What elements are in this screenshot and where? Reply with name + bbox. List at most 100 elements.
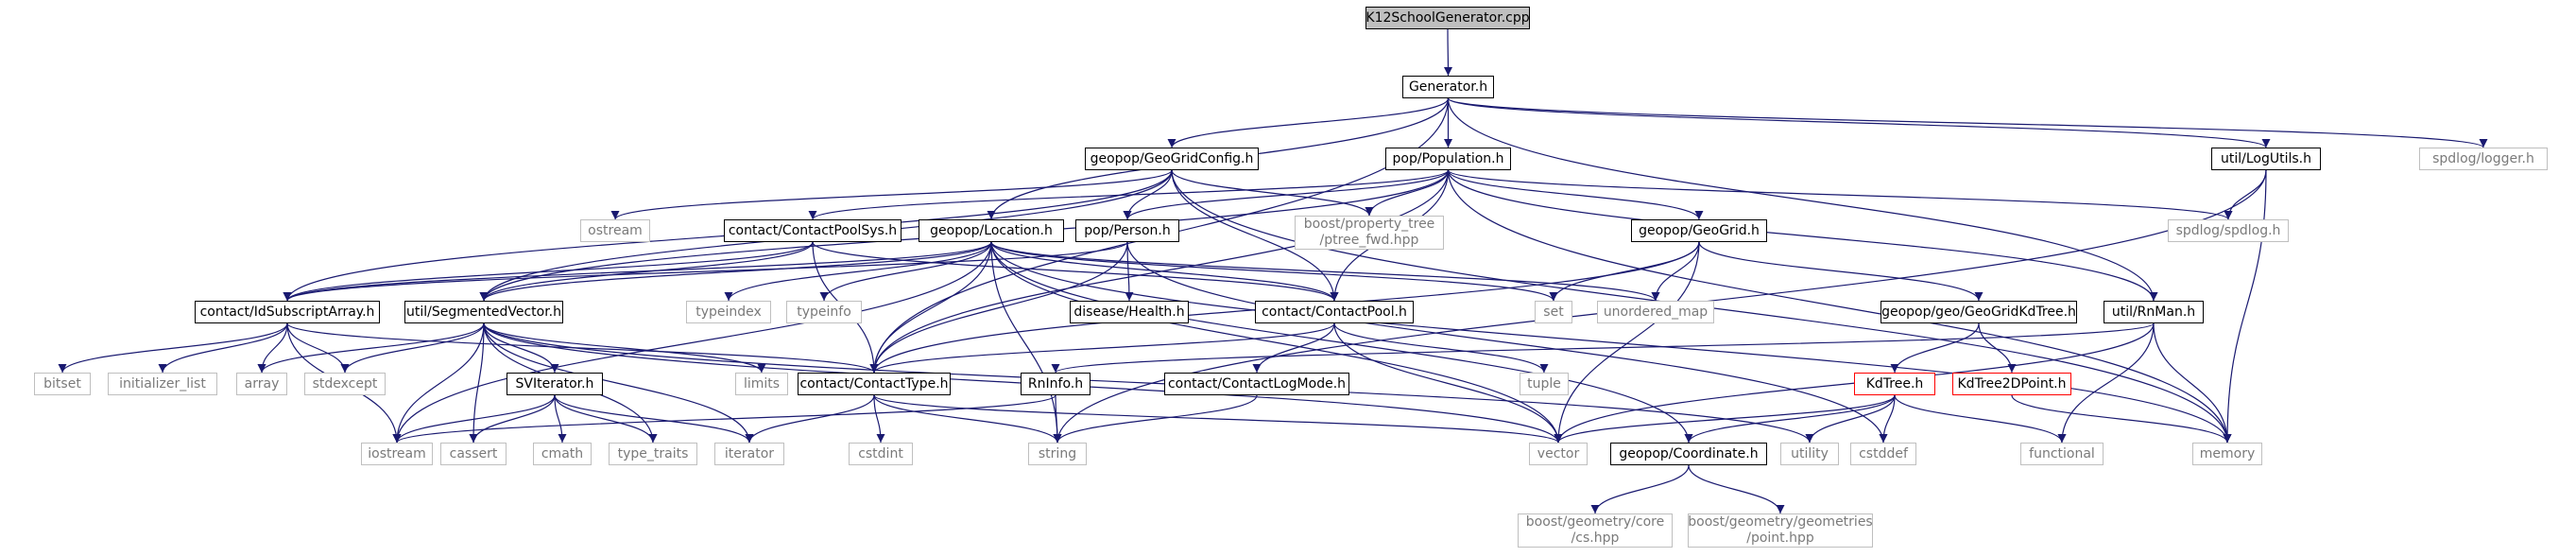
edge-sviterator-to-iterator: [554, 394, 754, 444]
node-k12schoolgenerator-cpp[interactable]: K12SchoolGenerator.cpp: [1365, 7, 1530, 29]
node-bitset[interactable]: bitset: [34, 373, 91, 395]
edge-population-to-contactpoolsys: [808, 169, 1450, 220]
node-stdexcept[interactable]: stdexcept: [304, 373, 386, 395]
node-set[interactable]: set: [1535, 301, 1572, 323]
node-memory[interactable]: memory: [2192, 443, 2262, 465]
node-unordered-map[interactable]: unordered_map: [1597, 301, 1714, 323]
node-initializer-list[interactable]: initializer_list: [108, 373, 217, 395]
edge-population-to-ptreefwd: [1365, 169, 1450, 217]
node-vector[interactable]: vector: [1529, 443, 1588, 465]
node-kdtree2dpoint-h[interactable]: KdTree2DPoint.h: [1952, 373, 2071, 395]
node-array[interactable]: array: [236, 373, 287, 395]
edge-k12-to-generator: [1443, 28, 1452, 77]
node-limits[interactable]: limits: [735, 373, 788, 395]
edge-logutils-to-spdlog: [2224, 169, 2267, 220]
edge-segmented-to-cassert: [469, 322, 485, 444]
edge-location-to-set: [990, 241, 1558, 302]
node-iostream[interactable]: iostream: [361, 443, 433, 465]
node-spdlog-spdlog-h[interactable]: spdlog/spdlog.h: [2168, 219, 2289, 242]
edge-geogrid-to-kdtreegeo: [1698, 241, 1984, 302]
edge-idsubscript-to-bitset: [58, 322, 288, 374]
edge-idsubscript-to-stdexcept: [286, 322, 350, 374]
node-pop-person-h[interactable]: pop/Person.h: [1075, 219, 1179, 242]
edge-location-to-string: [990, 241, 1062, 444]
node-contact-idsubscriptarray-h[interactable]: contact/IdSubscriptArray.h: [195, 301, 380, 323]
edge-person-to-idsubscript: [283, 241, 1128, 302]
node-rninfo-h[interactable]: RnInfo.h: [1021, 373, 1091, 395]
node-tuple[interactable]: tuple: [1520, 373, 1569, 395]
edge-contactpoolsys-to-contactpool: [812, 241, 1339, 302]
node-utility[interactable]: utility: [1780, 443, 1839, 465]
edge-sviterator-to-cassert: [469, 394, 556, 444]
node-cstdint[interactable]: cstdint: [849, 443, 913, 465]
node-typeindex[interactable]: typeindex: [686, 301, 771, 323]
edge-contactpool-to-contacttype: [869, 322, 1335, 374]
edge-contacttype-to-string: [873, 394, 1062, 444]
edge-kdtreegeo-to-kdtree2d: [1978, 322, 2017, 374]
node-sviterator-h[interactable]: SVIterator.h: [507, 373, 603, 395]
edge-kdtree-to-vector: [1554, 394, 1896, 444]
edge-kdtree-to-functional: [1894, 394, 2067, 444]
edge-population-to-person: [1123, 169, 1450, 220]
edge-geogridconfig-to-ptreefwd: [1171, 169, 1374, 217]
edge-location-to-iostream: [392, 241, 992, 444]
edge-segmented-to-utility: [483, 322, 1814, 444]
edge-generator-to-geogridconfig: [1167, 97, 1450, 148]
node-contact-contactpool-h[interactable]: contact/ContactPool.h: [1255, 301, 1414, 323]
edge-person-to-cstddef: [1126, 241, 1888, 444]
node-geopop-coordinate-h[interactable]: geopop/Coordinate.h: [1610, 443, 1767, 465]
node-spdlog-logger-h[interactable]: spdlog/logger.h: [2419, 148, 2548, 170]
node-disease-health-h[interactable]: disease/Health.h: [1070, 301, 1189, 323]
edge-geogridconfig-to-ostream: [610, 169, 1173, 220]
node-util-rnman-h[interactable]: util/RnMan.h: [2104, 301, 2204, 323]
node-string[interactable]: string: [1028, 443, 1087, 465]
edge-location-to-idsubscript: [283, 241, 992, 302]
edge-segmented-to-limits: [483, 322, 766, 374]
edge-geogrid-to-unordered_map: [1651, 241, 1700, 302]
node-generator-h[interactable]: Generator.h: [1402, 76, 1494, 98]
edge-rnman-to-functional: [2057, 322, 2155, 444]
edge-contacttype-to-iterator: [745, 394, 875, 444]
edge-location-to-segmented: [479, 241, 992, 302]
node-util-logutils-h[interactable]: util/LogUtils.h: [2211, 148, 2321, 170]
node-geopop-geogridconfig-h[interactable]: geopop/GeoGridConfig.h: [1085, 148, 1259, 170]
node-cstddef[interactable]: cstddef: [1850, 443, 1916, 465]
node-typeinfo[interactable]: typeinfo: [786, 301, 862, 323]
edge-rnman-to-memory: [2153, 322, 2232, 444]
edge-population-to-geogrid: [1447, 169, 1704, 220]
node-boost-geometry-geometries-point-hpp[interactable]: boost/geometry/geometries /point.hpp: [1688, 513, 1873, 548]
node-contact-contacttype-h[interactable]: contact/ContactType.h: [798, 373, 951, 395]
edge-person-to-contacttype: [869, 241, 1128, 374]
node-boost-geometry-core-cs-hpp[interactable]: boost/geometry/core /cs.hpp: [1518, 513, 1673, 548]
edge-population-to-memory: [1447, 169, 2232, 444]
node-ostream[interactable]: ostream: [580, 219, 650, 242]
node-geopop-location-h[interactable]: geopop/Location.h: [919, 219, 1064, 242]
edge-kdtree2d-to-memory: [2011, 394, 2232, 444]
node-util-segmentedvector-h[interactable]: util/SegmentedVector.h: [404, 301, 563, 323]
node-cassert[interactable]: cassert: [440, 443, 507, 465]
node-geopop-geo-geogridkdtree-h[interactable]: geopop/geo/GeoGridKdTree.h: [1880, 301, 2077, 323]
edge-idsubscript-to-contacttype: [286, 322, 879, 374]
edge-geogrid-to-vector: [1554, 241, 1700, 444]
node-geopop-geogrid-h[interactable]: geopop/GeoGrid.h: [1631, 219, 1767, 242]
node-cmath[interactable]: cmath: [533, 443, 592, 465]
node-iterator[interactable]: iterator: [714, 443, 784, 465]
edge-location-to-vector: [990, 241, 1563, 444]
edge-population-to-spdlog: [1447, 169, 2233, 220]
edge-contactlogmode-to-string: [1053, 394, 1258, 444]
node-boost-property-tree-ptree-fwd-hpp[interactable]: boost/property_tree /ptree_fwd.hpp: [1295, 216, 1444, 250]
edge-location-to-contacttype: [869, 241, 992, 374]
edge-contacttype-to-vector: [873, 394, 1563, 444]
node-contact-contactlogmode-h[interactable]: contact/ContactLogMode.h: [1164, 373, 1349, 395]
node-contact-contactpoolsys-h[interactable]: contact/ContactPoolSys.h: [724, 219, 902, 242]
edge-location-to-unordered_map: [990, 241, 1660, 302]
edge-sviterator-to-iostream: [392, 394, 556, 444]
node-kdtree-h[interactable]: KdTree.h: [1854, 373, 1935, 395]
node-type-traits[interactable]: type_traits: [609, 443, 697, 465]
edge-contactpool-to-tuple: [1333, 322, 1549, 374]
edge-kdtree-to-coordinate: [1684, 394, 1896, 444]
node-functional[interactable]: functional: [2020, 443, 2104, 465]
edge-generator-to-logger: [1447, 97, 2488, 148]
node-pop-population-h[interactable]: pop/Population.h: [1385, 148, 1511, 170]
